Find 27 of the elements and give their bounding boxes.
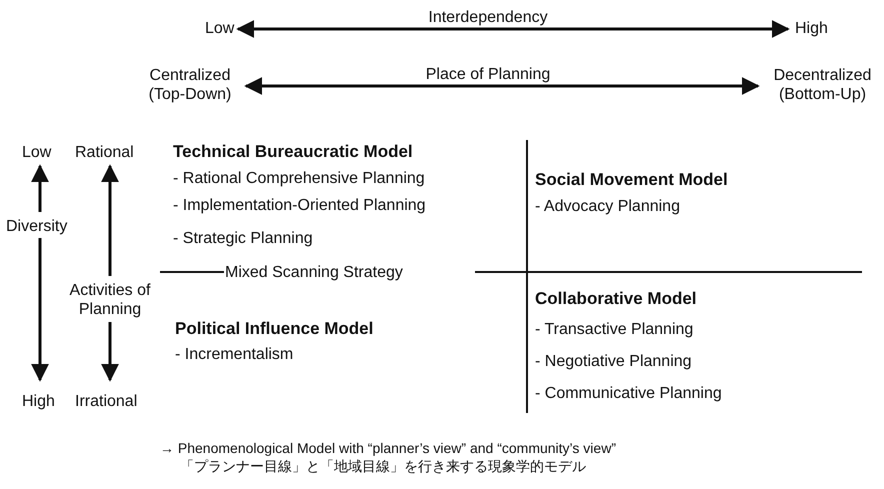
scale-end-label: Irrational (75, 392, 138, 411)
axis-label: Activities of Planning (68, 281, 152, 319)
model-heading: Social Movement Model (535, 170, 728, 189)
scale-end-label: High (795, 19, 828, 38)
axis-label: Interdependency (428, 8, 548, 27)
model-heading: Collaborative Model (535, 289, 697, 308)
scale-end-label: High (22, 392, 55, 411)
scale-end-label: Decentralized (Bottom-Up) (772, 66, 872, 104)
planning-item: - Negotiative Planning (535, 352, 692, 371)
planning-item: - Strategic Planning (173, 229, 313, 248)
planning-item: - Incrementalism (175, 345, 294, 364)
model-heading: Technical Bureaucratic Model (173, 142, 413, 161)
note-text: 「プランナー目線」と「地域目線」を行き来する現象学的モデル (180, 458, 586, 475)
axis-label: Place of Planning (424, 65, 552, 84)
planning-item: - Rational Comprehensive Planning (173, 169, 425, 188)
axis-label: Diversity (6, 217, 68, 236)
scale-end-label: Low (205, 19, 234, 38)
planning-item: - Transactive Planning (535, 320, 694, 339)
scale-end-label: Centralized (Top-Down) (148, 66, 232, 104)
model-heading: Political Influence Model (175, 319, 374, 338)
note-text: → Phenomenological Model with “planner’s view” and “community’s view” (160, 440, 616, 457)
scale-end-label: Rational (75, 143, 134, 162)
scale-end-label: Low (22, 143, 52, 162)
planning-item: - Communicative Planning (535, 384, 722, 403)
divider-label: Mixed Scanning Strategy (225, 263, 403, 282)
planning-item: - Implementation-Oriented Planning (173, 196, 426, 215)
planning-item: - Advocacy Planning (535, 197, 680, 216)
